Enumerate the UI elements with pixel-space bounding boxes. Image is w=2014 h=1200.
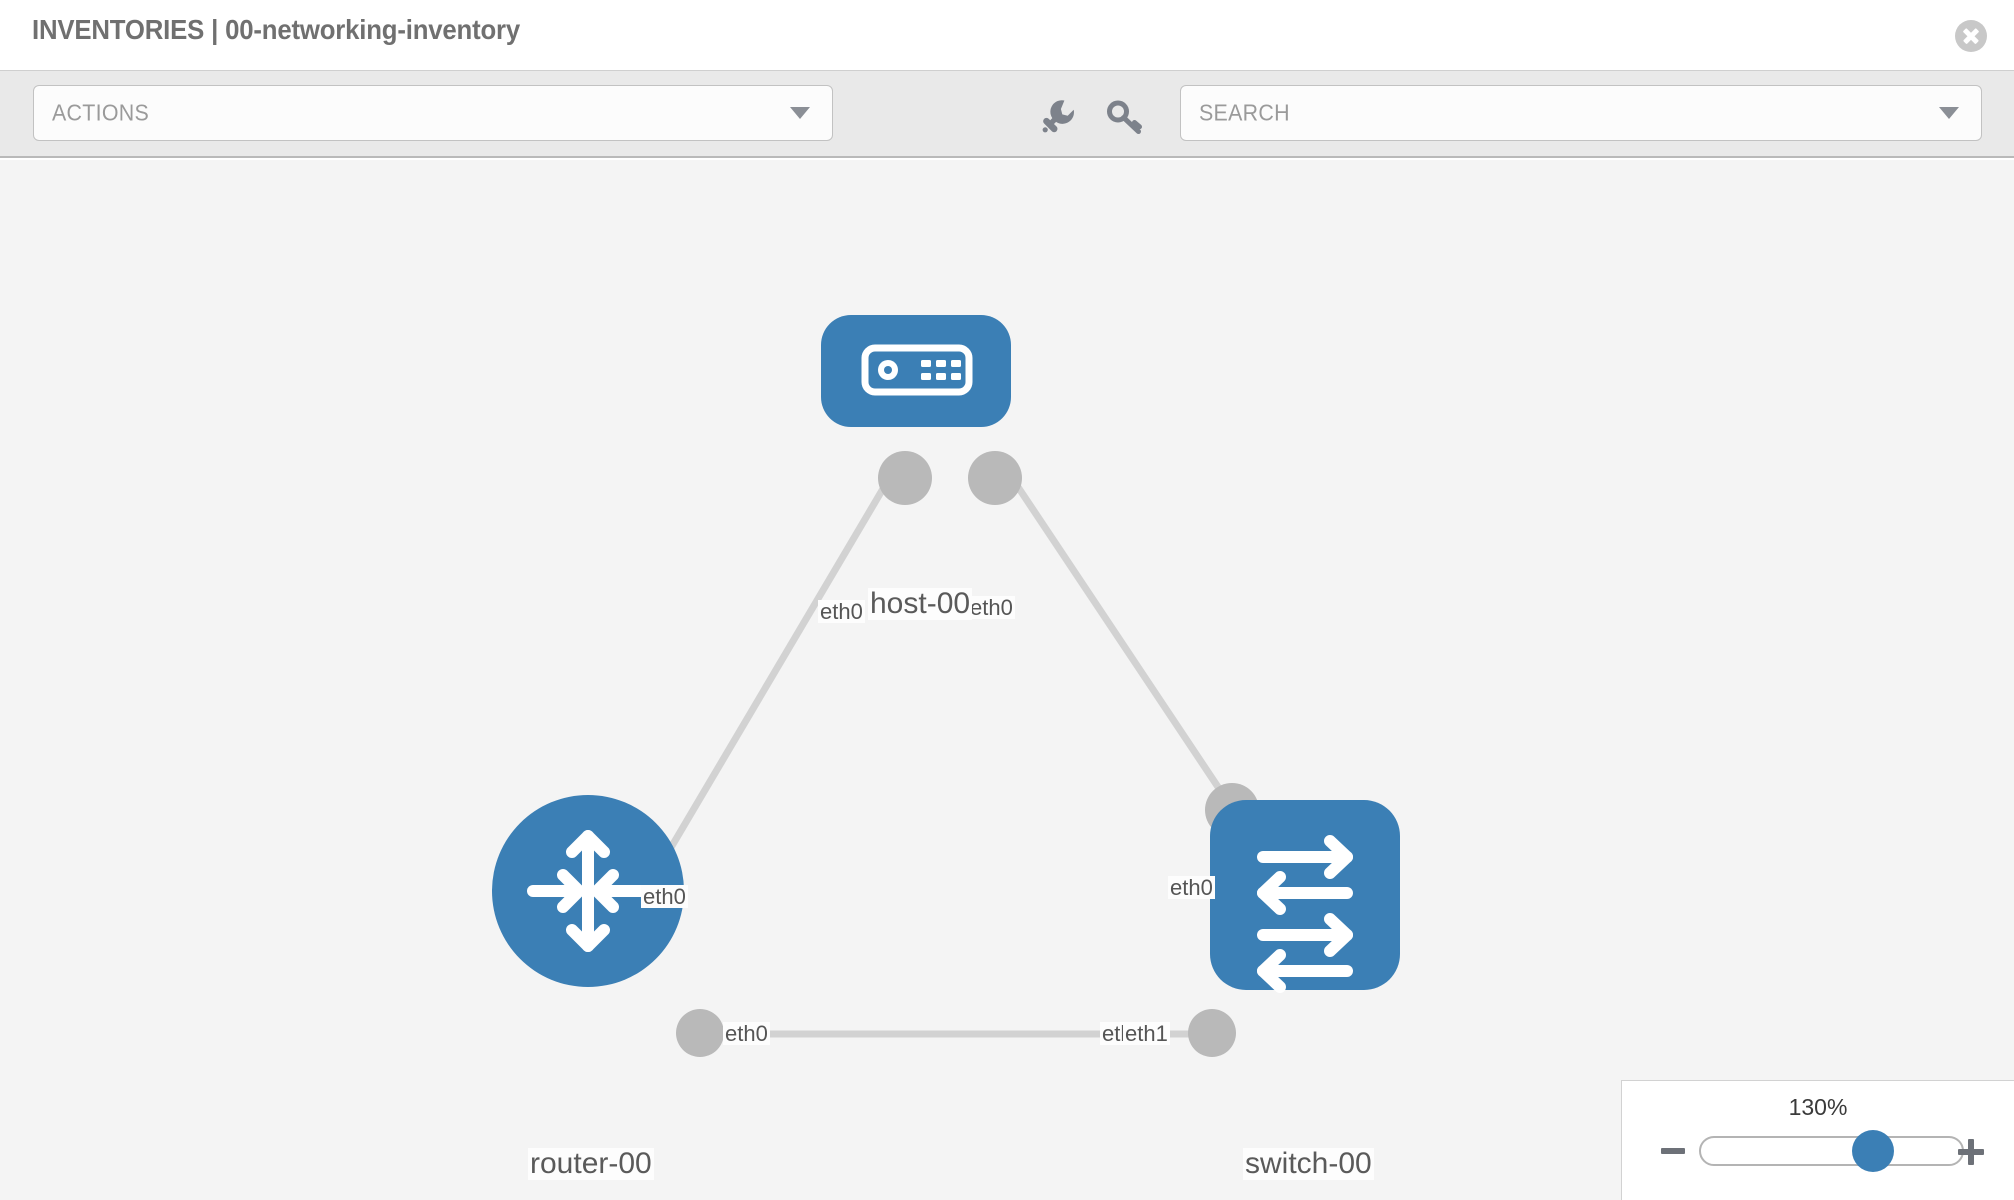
minus-icon-bar (1661, 1148, 1685, 1154)
interface-label: eth0 (818, 599, 865, 624)
chevron-down-icon (790, 107, 810, 119)
interface-dot-host-right (968, 451, 1022, 505)
search-placeholder: SEARCH (1199, 99, 1290, 126)
page-title: INVENTORIES | 00-networking-inventory (32, 14, 521, 45)
interface-dot-router-east (676, 1009, 724, 1057)
plus-icon[interactable] (1958, 1139, 1984, 1165)
node-switch-00 (1210, 800, 1400, 993)
minus-icon[interactable] (1661, 1139, 1685, 1163)
topology-edges (636, 458, 1243, 1038)
close-icon[interactable] (1955, 20, 1987, 52)
wrench-icon[interactable] (1036, 95, 1080, 139)
server-icon-glyphs (878, 360, 961, 380)
switch-arrows-icon (1257, 835, 1353, 993)
zoom-control-panel: 130% (1621, 1080, 2014, 1200)
node-label-router-00: router-00 (528, 1147, 654, 1180)
node-label-host-00: host-00 (868, 587, 973, 620)
search-input[interactable]: SEARCH (1180, 85, 1982, 141)
chevron-down-icon (1939, 107, 1959, 119)
interface-dot-switch-west (1188, 1009, 1236, 1057)
interface-label: eth0 (968, 595, 1015, 620)
page-header: INVENTORIES | 00-networking-inventory (0, 0, 2014, 70)
server-icon (861, 344, 973, 396)
interface-label: eth0 (1168, 875, 1215, 900)
topology-canvas[interactable]: eth0 eth0 eth0 eth0 eth0 eth eth1 host-0… (0, 160, 2014, 1200)
actions-dropdown[interactable]: ACTIONS (33, 85, 833, 141)
zoom-percent-label: 130% (1788, 1094, 1848, 1120)
interface-dot-host-left (878, 451, 932, 505)
key-icon[interactable] (1103, 95, 1147, 139)
plus-icon-bar-v (1968, 1139, 1974, 1165)
node-router-00 (492, 795, 684, 987)
zoom-slider[interactable] (1699, 1130, 1964, 1172)
interface-label: eth0 (723, 1021, 770, 1046)
topology-graph (492, 315, 1400, 1057)
edge-host-router (636, 458, 904, 902)
toolbar: ACTIONS SEARCH (0, 70, 2014, 158)
router-arrows-icon (527, 830, 649, 952)
actions-dropdown-label: ACTIONS (52, 99, 150, 126)
interface-label: eth0 (641, 884, 688, 909)
zoom-slider-thumb[interactable] (1852, 1130, 1895, 1172)
node-label-switch-00: switch-00 (1243, 1147, 1374, 1180)
interface-label: eth1 (1123, 1021, 1170, 1046)
edge-host-switch (997, 458, 1243, 822)
topology-interfaces (676, 451, 1259, 1057)
node-host-00 (821, 315, 1011, 427)
